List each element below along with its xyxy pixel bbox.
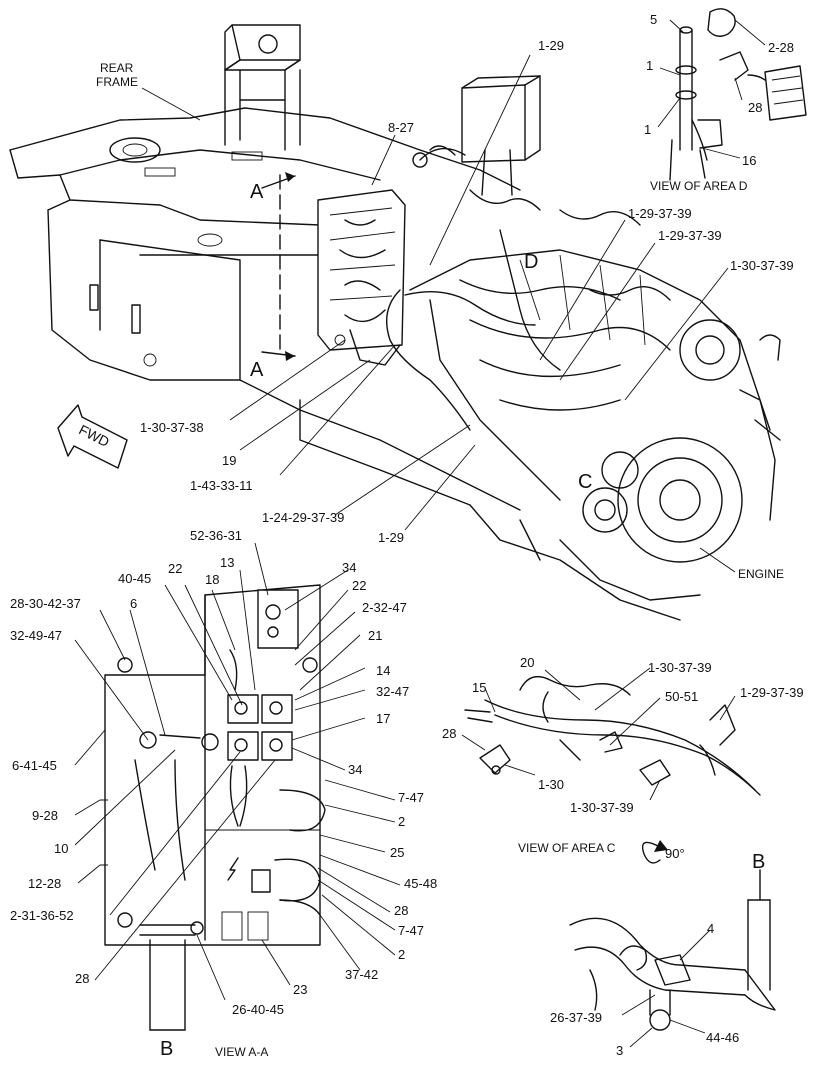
callout: 1-29-37-39 bbox=[740, 685, 804, 700]
callout: 37-42 bbox=[345, 967, 378, 982]
callout: 21 bbox=[368, 628, 382, 643]
callout: 5 bbox=[650, 12, 657, 27]
callout: 50-51 bbox=[665, 689, 698, 704]
callout: 4 bbox=[707, 921, 714, 936]
view-d-drawing bbox=[669, 8, 807, 181]
callout: 28 bbox=[75, 971, 89, 986]
callout: 20 bbox=[520, 655, 534, 670]
callout: 1-29 bbox=[378, 530, 404, 545]
callout: 1-30-37-39 bbox=[570, 800, 634, 815]
callout: 25 bbox=[390, 845, 404, 860]
callout: 1-29 bbox=[538, 38, 564, 53]
rear-label: REAR bbox=[100, 61, 134, 75]
rotation-arrow bbox=[641, 840, 668, 864]
callout: 7-47 bbox=[398, 790, 424, 805]
section-b-top: B bbox=[752, 851, 765, 873]
callout: 28 bbox=[394, 903, 408, 918]
view-a-a-drawing bbox=[100, 584, 326, 1031]
rotation-label: 90° bbox=[665, 846, 685, 861]
callout: 14 bbox=[376, 663, 390, 678]
callout: 45-48 bbox=[404, 876, 437, 891]
callout: 1-30 bbox=[538, 777, 564, 792]
engine-drawing bbox=[239, 75, 781, 621]
area-d-marker: D bbox=[524, 251, 538, 273]
callout: 3 bbox=[616, 1043, 623, 1058]
section-a-bottom: A bbox=[250, 359, 264, 381]
control-box-drawing bbox=[317, 189, 406, 366]
leader-lines bbox=[74, 19, 766, 1048]
view-c-caption: VIEW OF AREA C bbox=[518, 841, 616, 855]
section-a-top: A bbox=[250, 181, 264, 203]
callout: 26-40-45 bbox=[232, 1002, 284, 1017]
callout: 7-47 bbox=[398, 923, 424, 938]
callout: 32-49-47 bbox=[10, 628, 62, 643]
callout: 16 bbox=[742, 153, 756, 168]
callout: 8-27 bbox=[388, 120, 414, 135]
callout: 34 bbox=[348, 762, 362, 777]
part-callouts: 5 2-28 1 28 1 16 1-29 8-27 1-29-37-39 1-… bbox=[10, 12, 804, 1058]
view-d-caption: VIEW OF AREA D bbox=[650, 179, 748, 193]
callout: 1-29-37-39 bbox=[628, 206, 692, 221]
callout: 28-30-42-37 bbox=[10, 596, 81, 611]
callout: 28 bbox=[442, 726, 456, 741]
callout: 6 bbox=[130, 596, 137, 611]
callout: 6-41-45 bbox=[12, 758, 57, 773]
callout: 1-30-37-39 bbox=[730, 258, 794, 273]
rear-frame-drawing bbox=[9, 24, 521, 381]
callout: 22 bbox=[168, 561, 182, 576]
callout: 52-36-31 bbox=[190, 528, 242, 543]
callout: 26-37-39 bbox=[550, 1010, 602, 1025]
callout: 40-45 bbox=[118, 571, 151, 586]
callout: 15 bbox=[472, 680, 486, 695]
callout: 22 bbox=[352, 578, 366, 593]
callout: 34 bbox=[342, 560, 356, 575]
callout: 44-46 bbox=[706, 1030, 739, 1045]
callout: 2-28 bbox=[768, 40, 794, 55]
frame-label: FRAME bbox=[96, 75, 138, 89]
callout: 1-43-33-11 bbox=[190, 478, 253, 493]
callout: 19 bbox=[222, 453, 236, 468]
fwd-arrow bbox=[57, 404, 128, 469]
callout: 1-30-37-39 bbox=[648, 660, 712, 675]
callout: 1 bbox=[646, 58, 653, 73]
view-b-drawing bbox=[569, 869, 776, 1031]
drawing-labels: REAR FRAME FWD ENGINE VIEW OF AREA D VIE… bbox=[76, 61, 784, 1060]
callout: 2-31-36-52 bbox=[10, 908, 74, 923]
callout: 17 bbox=[376, 711, 390, 726]
callout: 2-32-47 bbox=[362, 600, 407, 615]
callout: 2 bbox=[398, 947, 405, 962]
section-b-bottom: B bbox=[160, 1038, 173, 1060]
callout: 2 bbox=[398, 814, 405, 829]
callout: 9-28 bbox=[32, 808, 58, 823]
view-c-drawing bbox=[464, 676, 761, 796]
callout: 18 bbox=[205, 572, 219, 587]
callout: 13 bbox=[220, 555, 234, 570]
callout: 23 bbox=[293, 982, 307, 997]
view-aa-caption: VIEW A-A bbox=[215, 1045, 268, 1059]
callout: 1-29-37-39 bbox=[658, 228, 722, 243]
callout: 1-24-29-37-39 bbox=[262, 510, 344, 525]
callout: 32-47 bbox=[376, 684, 409, 699]
callout: 12-28 bbox=[28, 876, 61, 891]
callout: 1 bbox=[644, 122, 651, 137]
section-line-a-a bbox=[261, 172, 296, 361]
area-c-marker: C bbox=[578, 471, 592, 493]
callout: 28 bbox=[748, 100, 762, 115]
callout: 1-30-37-38 bbox=[140, 420, 204, 435]
callout: 10 bbox=[54, 841, 68, 856]
engine-label: ENGINE bbox=[738, 567, 784, 581]
